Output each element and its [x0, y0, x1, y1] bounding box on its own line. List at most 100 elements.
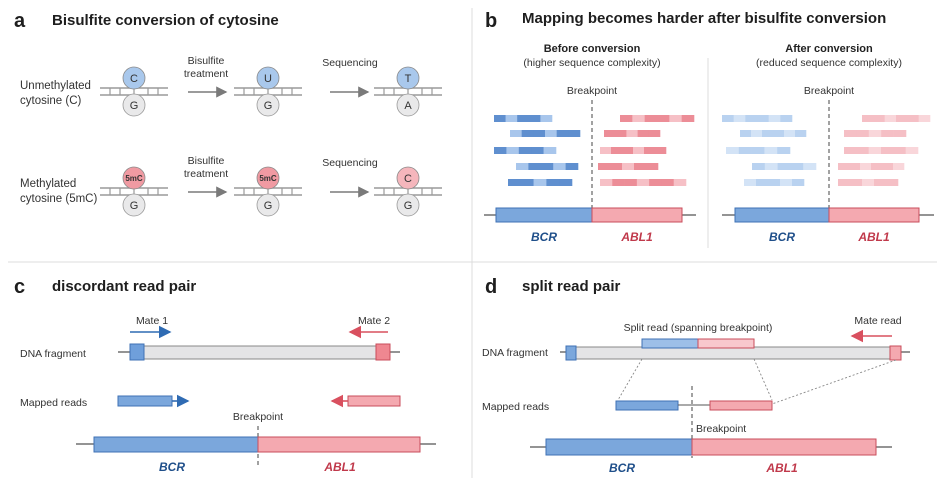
nucleotide-top-label: C: [130, 73, 138, 85]
row2-step1-line2: treatment: [184, 168, 228, 180]
nucleotide-top-r2-s1: [122, 166, 146, 190]
row2-step1-line1: Bisulfite: [188, 155, 225, 167]
nucleotide-bottom-r1-s1: [122, 93, 146, 117]
d-dna-fragment-label: DNA fragment: [482, 347, 548, 359]
row2-step2: Sequencing: [322, 157, 378, 169]
c-fragment-end-right: [375, 343, 391, 361]
after-abl1-box: [828, 207, 920, 223]
after-read-blue: [752, 163, 817, 170]
c-abl1-label: ABL1: [323, 460, 356, 474]
before-read-red: [598, 163, 659, 170]
nucleotide-bottom-r2-s3: [396, 193, 420, 217]
row1-step1-line1: Bisulfite: [188, 55, 225, 67]
d-split-read-blue: [641, 338, 699, 349]
mate-read-label: Mate read: [854, 315, 901, 327]
after-read-blue: [722, 115, 793, 122]
c-abl1-box: [257, 436, 421, 453]
row1-label-line1: Unmethylated: [20, 80, 91, 92]
before-read-red: [600, 147, 667, 154]
before-read-blue: [510, 130, 581, 137]
panel-c-title: discordant read pair: [52, 278, 196, 295]
before-subtitle: (higher sequence complexity): [523, 57, 660, 69]
after-abl1-label: ABL1: [857, 230, 890, 244]
after-subtitle: (reduced sequence complexity): [756, 57, 902, 69]
d-bcr-label: BCR: [609, 461, 635, 475]
after-bcr-label: BCR: [769, 230, 795, 244]
row2-label-line2: cytosine (5mC): [20, 193, 97, 205]
before-bcr-label: BCR: [531, 230, 557, 244]
row2-label-line1: Methylated: [20, 178, 76, 190]
nucleotide-top-label: T: [405, 73, 412, 85]
before-read-blue: [516, 163, 579, 170]
nucleotide-bottom-r2-s2: [256, 193, 280, 217]
d-projection-2: [753, 358, 773, 401]
d-bcr-box: [545, 438, 693, 456]
nucleotide-top-r2-s2: [256, 166, 280, 190]
c-breakpoint-label: Breakpoint: [233, 411, 283, 423]
nucleotide-top-r1-s1: [122, 66, 146, 90]
panel-d-letter: d: [485, 276, 497, 298]
after-read-red: [838, 163, 905, 170]
after-bcr-box: [734, 207, 830, 223]
nucleotide-top-r2-s3: [396, 166, 420, 190]
panel-b-title: Mapping becomes harder after bisulfite c…: [522, 10, 886, 27]
nucleotide-top-r1-s3: [396, 66, 420, 90]
c-mapped-read-2: [347, 395, 401, 407]
before-read-blue: [494, 147, 557, 154]
before-read-red: [604, 130, 661, 137]
c-mapped-reads-label: Mapped reads: [20, 397, 87, 409]
d-split-read-red: [697, 338, 755, 349]
panel-a: a Bisulfite conversion of cytosine Unmet…: [14, 10, 442, 217]
base-pair-r2-s1: 5mC G: [100, 166, 168, 217]
d-abl1-label: ABL1: [765, 461, 798, 475]
nucleotide-bottom-label: G: [130, 200, 139, 212]
row1-step2: Sequencing: [322, 57, 378, 69]
panel-b-letter: b: [485, 10, 497, 32]
nucleotide-bottom-label: G: [264, 200, 273, 212]
nucleotide-top-label: U: [264, 73, 272, 85]
c-fragment-end-left: [129, 343, 145, 361]
c-dna-fragment-label: DNA fragment: [20, 348, 86, 360]
nucleotide-bottom-label: G: [404, 200, 413, 212]
panel-b: b Mapping becomes harder after bisulfite…: [484, 10, 934, 248]
d-breakpoint-label: Breakpoint: [696, 423, 746, 435]
base-pair-r1-s1: CG: [100, 66, 168, 117]
panel-c-letter: c: [14, 276, 25, 298]
before-read-blue: [508, 179, 573, 186]
d-mapped-read-red: [709, 400, 773, 411]
panel-a-letter: a: [14, 10, 26, 32]
panel-d-title: split read pair: [522, 278, 621, 295]
nucleotide-bottom-label: G: [130, 100, 139, 112]
before-read-blue: [494, 115, 553, 122]
before-abl1-box: [591, 207, 683, 223]
nucleotide-top-label: 5mC: [125, 174, 143, 183]
d-mapped-read-blue: [615, 400, 679, 411]
after-read-blue: [744, 179, 805, 186]
c-mapped-read-1: [117, 395, 173, 407]
mate2-label: Mate 2: [358, 315, 390, 327]
after-breakpoint-label: Breakpoint: [804, 85, 854, 97]
after-read-red: [844, 147, 919, 154]
panel-d: d split read pair Split read (spanning b…: [482, 276, 910, 475]
mate1-label: Mate 1: [136, 315, 168, 327]
nucleotide-bottom-label: A: [404, 100, 412, 112]
nucleotide-top-label: C: [404, 173, 412, 185]
c-bcr-box: [93, 436, 259, 453]
nucleotide-top-r1-s2: [256, 66, 280, 90]
before-read-red: [600, 179, 687, 186]
nucleotide-bottom-label: G: [264, 100, 273, 112]
row1-step1-line2: treatment: [184, 68, 228, 80]
before-bcr-box: [495, 207, 593, 223]
after-title: After conversion: [785, 43, 873, 55]
d-fragment-end-left: [565, 345, 577, 361]
d-fragment-body: [575, 346, 891, 360]
panel-a-title: Bisulfite conversion of cytosine: [52, 12, 279, 29]
after-read-blue: [740, 130, 807, 137]
d-abl1-box: [691, 438, 877, 456]
base-pair-r1-s2: UG: [234, 66, 302, 117]
after-read-red: [844, 130, 907, 137]
split-read-label: Split read (spanning breakpoint): [624, 322, 773, 334]
d-fragment-end-right: [889, 345, 902, 361]
